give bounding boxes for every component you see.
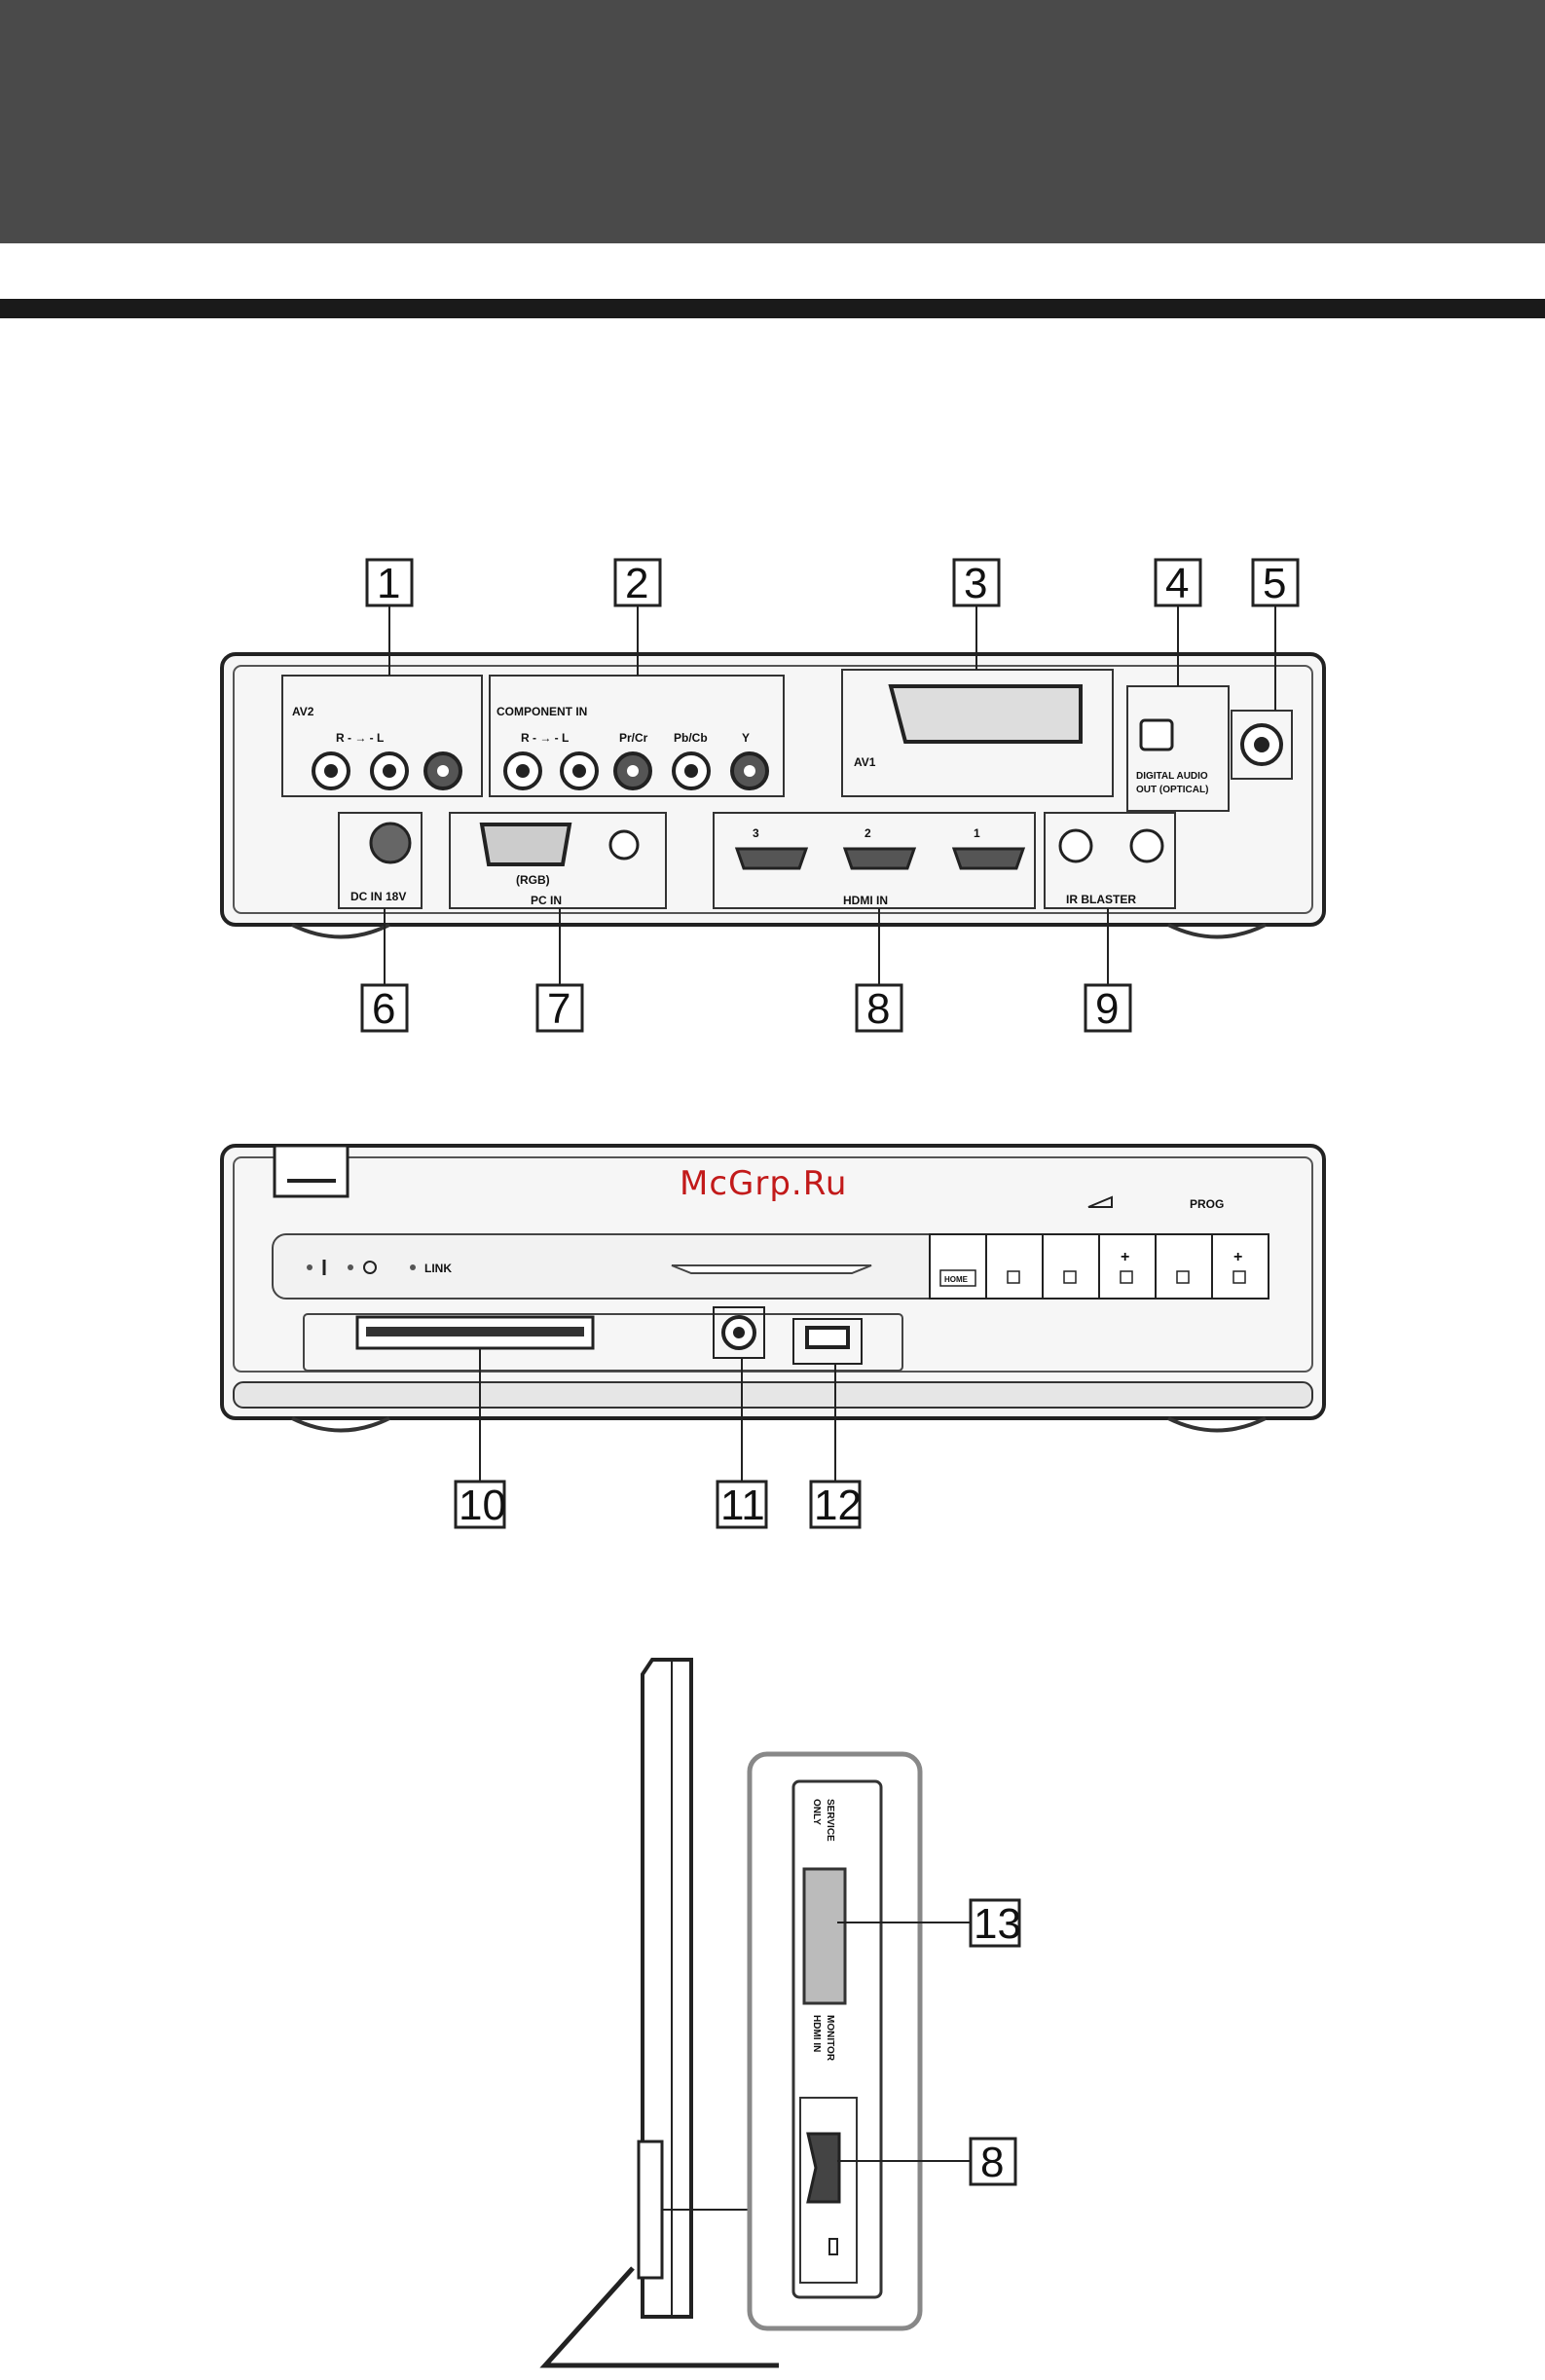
watermark-text: McGrp.Ru bbox=[680, 1164, 847, 1203]
prog-down-button[interactable] bbox=[1177, 1271, 1189, 1283]
av2-label: AV2 bbox=[292, 705, 314, 718]
ir-blaster-jack-2[interactable] bbox=[1131, 830, 1162, 861]
side-hdmi-marker bbox=[829, 2239, 837, 2254]
callout-11: 11 bbox=[720, 1482, 765, 1529]
prog-up-button[interactable] bbox=[1233, 1271, 1245, 1283]
scart-socket[interactable] bbox=[891, 686, 1081, 742]
callout-9: 9 bbox=[1095, 985, 1119, 1033]
callout-5: 5 bbox=[1263, 560, 1286, 607]
callout-8-side: 8 bbox=[980, 2139, 1004, 2186]
pb-cb-label: Pb/Cb bbox=[674, 731, 708, 745]
hdmi-1-port[interactable] bbox=[954, 849, 1023, 868]
input-button[interactable] bbox=[1008, 1271, 1019, 1283]
ir-blaster-jack-1[interactable] bbox=[1060, 830, 1091, 861]
pr-cr-label: Pr/Cr bbox=[619, 731, 648, 745]
ir-blaster-label: IR BLASTER bbox=[1066, 893, 1136, 906]
dc-in-label: DC IN 18V bbox=[350, 890, 406, 903]
service-only-label-1: SERVICE bbox=[825, 1799, 835, 1842]
hdmi-3-label: 3 bbox=[753, 826, 759, 840]
standby-led bbox=[348, 1264, 353, 1270]
callout-3: 3 bbox=[964, 560, 987, 607]
service-only-label-2: ONLY bbox=[811, 1799, 822, 1825]
av2-audio-label: R - → - L bbox=[336, 731, 384, 745]
callouts-side: 13 8 bbox=[971, 1900, 1021, 2186]
rear-panel: AV2 R - → - L COMPONENT IN R - → - L Pr/… bbox=[222, 605, 1324, 985]
power-led bbox=[307, 1264, 313, 1270]
av1-label: AV1 bbox=[854, 755, 876, 769]
pc-audio-jack[interactable] bbox=[610, 831, 638, 859]
optical-out-jack[interactable] bbox=[1141, 720, 1172, 750]
digital-audio-optical-label: OUT (OPTICAL) bbox=[1136, 785, 1208, 795]
component-audio-label: R - → - L bbox=[521, 731, 569, 745]
y-label: Y bbox=[742, 731, 750, 745]
callout-12: 12 bbox=[814, 1482, 862, 1529]
hdmi-2-label: 2 bbox=[864, 826, 871, 840]
rgb-label: (RGB) bbox=[516, 873, 550, 887]
prog-label: PROG bbox=[1190, 1197, 1224, 1211]
link-led bbox=[410, 1264, 416, 1270]
volume-plus-label: + bbox=[1121, 1249, 1129, 1265]
card-slot[interactable] bbox=[366, 1327, 584, 1336]
volume-up-button[interactable] bbox=[1121, 1271, 1132, 1283]
vga-port[interactable] bbox=[482, 824, 570, 864]
component-in-label: COMPONENT IN bbox=[497, 705, 587, 718]
hdmi-in-label: HDMI IN bbox=[843, 894, 888, 907]
hdmi-3-port[interactable] bbox=[737, 849, 806, 868]
control-buttons: HOME + + bbox=[930, 1234, 1269, 1299]
monitor-label: MONITOR bbox=[825, 2015, 835, 2062]
callouts-front: 10 11 12 bbox=[456, 1482, 862, 1529]
callout-8: 8 bbox=[866, 985, 890, 1033]
dc-in-jack[interactable] bbox=[371, 824, 410, 862]
callout-1: 1 bbox=[377, 560, 400, 607]
side-hdmi-in-label: HDMI IN bbox=[811, 2015, 822, 2052]
link-label: LINK bbox=[424, 1262, 452, 1275]
hdmi-2-port[interactable] bbox=[845, 849, 914, 868]
callout-6: 6 bbox=[372, 985, 395, 1033]
callout-4: 4 bbox=[1165, 560, 1189, 607]
prog-plus-label: + bbox=[1233, 1249, 1242, 1265]
volume-down-button[interactable] bbox=[1064, 1271, 1076, 1283]
callout-13: 13 bbox=[974, 1900, 1021, 1948]
side-panel: SERVICE ONLY MONITOR HDMI IN bbox=[545, 1660, 971, 2365]
service-port bbox=[804, 1869, 845, 2003]
callout-2: 2 bbox=[625, 560, 648, 607]
hdmi-1-label: 1 bbox=[974, 826, 980, 840]
pc-in-label: PC IN bbox=[531, 894, 562, 907]
usb-port[interactable] bbox=[807, 1328, 848, 1347]
callout-10: 10 bbox=[459, 1482, 506, 1529]
disc-slot bbox=[672, 1265, 871, 1273]
home-label: HOME bbox=[944, 1275, 969, 1284]
callout-7: 7 bbox=[547, 985, 570, 1033]
digital-audio-label: DIGITAL AUDIO bbox=[1136, 771, 1208, 782]
